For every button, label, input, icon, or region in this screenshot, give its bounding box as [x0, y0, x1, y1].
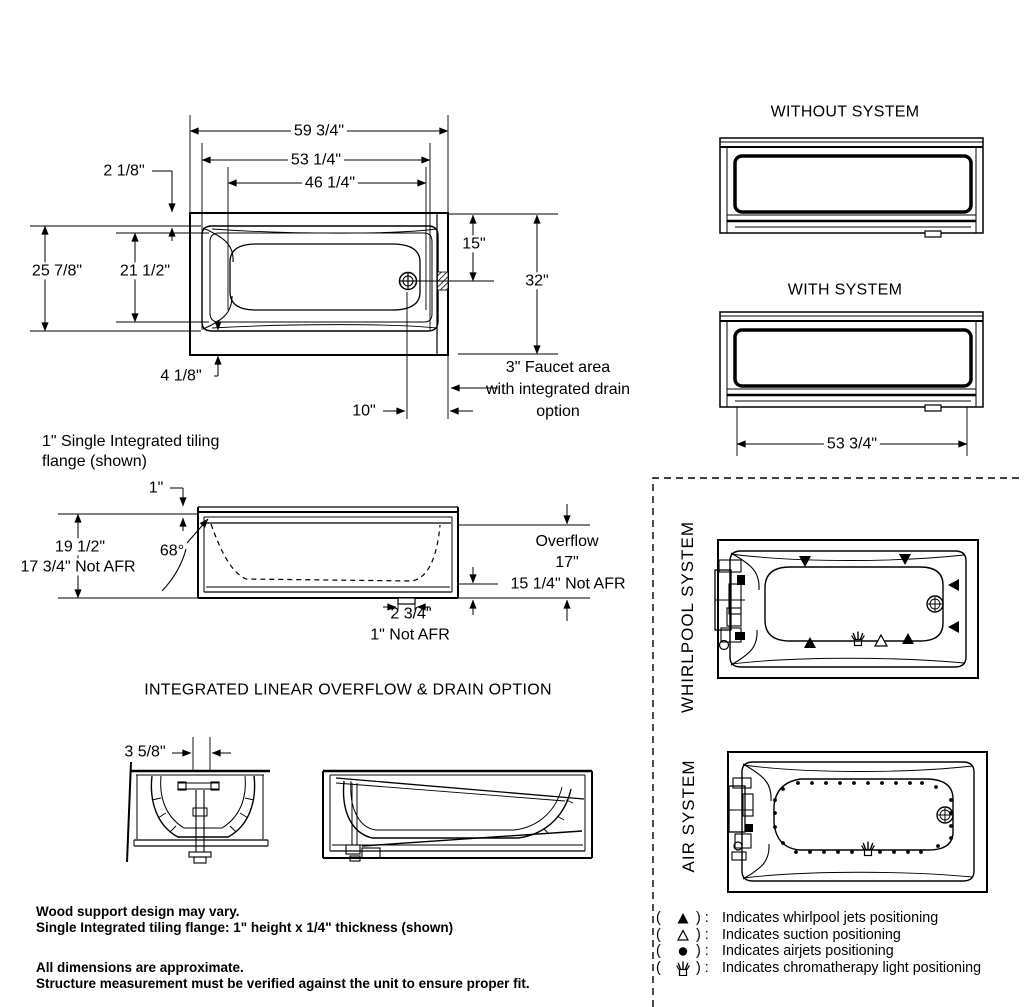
dim-bottom-offset: 4 1/8"	[157, 367, 205, 385]
chromatherapy-light-marker	[860, 840, 876, 857]
whirlpool-jet-markers	[799, 554, 959, 648]
faucet-area-note: 3" Faucet area with integrated drain opt…	[485, 359, 631, 420]
drain-icon	[398, 271, 418, 291]
dim-overflow-not-afr: 15 1/4" Not AFR	[507, 575, 629, 593]
paren-open: (	[656, 910, 661, 927]
airjet-icon	[669, 943, 696, 959]
dim-width-overall: 32"	[522, 272, 552, 290]
dim-width-bowl: 21 1/2"	[116, 262, 174, 280]
dim-width-rim: 25 7/8"	[28, 262, 86, 280]
top-view-drawing	[189, 212, 494, 356]
dim-drain-offset: 2 3/4"	[390, 605, 432, 623]
chromatherapy-light-marker	[850, 630, 866, 647]
dim-drain-from-end: 10"	[349, 402, 379, 420]
legend-row-airjets: ( ) : Indicates airjets positioning	[656, 943, 981, 960]
air-tub-drawing	[727, 751, 988, 893]
dim-height-not-afr: 17 3/4" Not AFR	[17, 558, 139, 576]
dim-rim-offset: 2 1/8"	[100, 162, 148, 180]
with-system-title: WITH SYSTEM	[787, 281, 903, 299]
paren-open: (	[656, 960, 661, 977]
dim-drain-from-top: 15"	[459, 235, 489, 253]
paren-close: ) :	[696, 910, 709, 927]
apron-without-system-drawing	[718, 136, 985, 239]
apron-with-system-drawing	[718, 310, 985, 413]
tiling-flange-note: 1" Single Integrated tiling flange (show…	[42, 433, 220, 470]
cross-section-end-drawing	[126, 737, 270, 864]
dim-drain-offset-not-afr: 1" Not AFR	[370, 626, 450, 644]
legend-row-whirlpool-jets: ( ) : Indicates whirlpool jets positioni…	[656, 910, 981, 927]
legend-label: Indicates chromatherapy light positionin…	[722, 960, 982, 977]
support-note: Wood support design may vary. Single Int…	[36, 904, 454, 935]
whirlpool-pump	[714, 559, 745, 651]
dim-length-bowl: 46 1/4"	[301, 174, 359, 192]
dim-length-overall: 59 3/4"	[290, 122, 348, 140]
legend-label: Indicates airjets positioning	[722, 943, 894, 960]
paren-close: ) :	[696, 960, 709, 977]
dim-slope-angle: 68°	[159, 542, 185, 560]
suction-icon	[669, 927, 696, 943]
dimensions-note: All dimensions are approximate. Structur…	[36, 960, 530, 991]
side-view-drawing	[58, 487, 590, 621]
whirlpool-tub-drawing	[714, 539, 979, 679]
dim-overflow: Overflow 17"	[535, 533, 599, 571]
legend-row-suction: ( ) : Indicates suction positioning	[656, 927, 981, 944]
drain-icon	[936, 806, 954, 824]
paren-open: (	[656, 943, 661, 960]
whirlpool-system-label: WHIRLPOOL SYSTEM	[678, 521, 697, 714]
dim-length-rim: 53 1/4"	[287, 151, 345, 169]
dim-flange-height: 1"	[148, 479, 164, 497]
paren-open: (	[656, 926, 661, 943]
suction-marker	[873, 633, 889, 647]
paren-close: ) :	[696, 926, 709, 943]
integrated-option-title: INTEGRATED LINEAR OVERFLOW & DRAIN OPTIO…	[144, 681, 552, 699]
symbol-legend: ( ) : Indicates whirlpool jets positioni…	[656, 910, 981, 977]
drain-icon	[926, 595, 944, 613]
air-system-label: AIR SYSTEM	[679, 759, 698, 873]
paren-close: ) :	[696, 943, 709, 960]
legend-label: Indicates suction positioning	[722, 926, 901, 943]
air-pump	[728, 777, 754, 861]
cross-section-side-drawing	[322, 769, 593, 862]
chromatherapy-light-icon	[669, 960, 696, 977]
without-system-title: WITHOUT SYSTEM	[770, 103, 920, 121]
legend-label: Indicates whirlpool jets positioning	[722, 910, 939, 927]
legend-row-chromatherapy: ( ) : Indicates chromatherapy light posi…	[656, 960, 981, 977]
whirlpool-jet-icon	[669, 910, 696, 926]
dim-drain-width: 3 5/8"	[124, 743, 166, 761]
systems-dashed-border	[652, 477, 1024, 1007]
dim-apron-width: 53 3/4"	[823, 435, 881, 453]
airjet-markers	[773, 781, 953, 854]
dim-height: 19 1/2"	[51, 538, 109, 556]
